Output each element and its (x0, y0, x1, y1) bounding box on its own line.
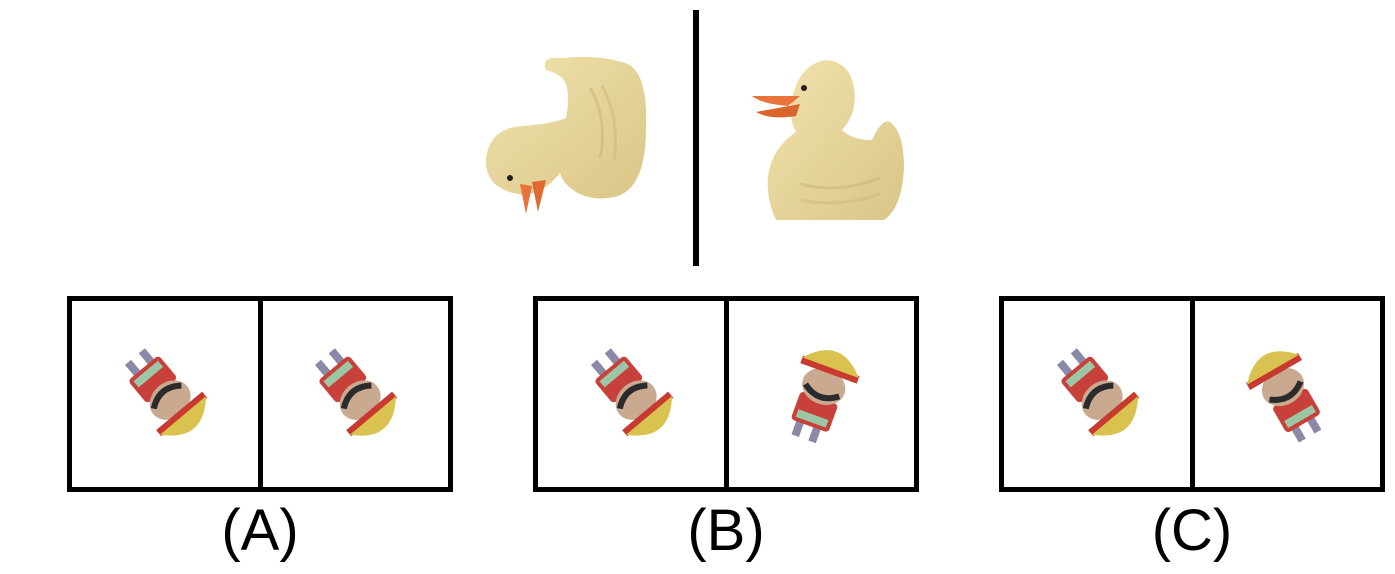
option-a-right-panel (257, 301, 449, 487)
option-b-right-panel (723, 301, 915, 487)
option-b-box[interactable] (533, 296, 919, 492)
option-c-left-panel (1004, 301, 1190, 487)
figure-rotated-icon (590, 348, 674, 437)
reference-divider (693, 10, 699, 266)
reference-pair (470, 8, 930, 270)
option-b-label[interactable]: (B) (687, 498, 765, 563)
option-a-left-panel (72, 301, 258, 487)
option-c-label[interactable]: (C) (1151, 498, 1233, 563)
option-a-label[interactable]: (A) (221, 498, 299, 563)
upright-duck (752, 60, 904, 220)
reference-ducks-illustration (485, 56, 904, 220)
figure-rotated-icon (315, 348, 398, 437)
figure-flipped-alt-icon (1246, 351, 1322, 443)
figure-rotated-icon (124, 348, 208, 437)
figure-rotated-icon (1056, 348, 1140, 437)
option-a-box[interactable] (67, 296, 453, 492)
option-b-left-panel (538, 301, 724, 487)
option-c-box[interactable] (999, 296, 1385, 492)
figure-flipped-icon (791, 350, 860, 444)
option-c-right-panel (1189, 301, 1381, 487)
upside-down-duck (485, 56, 647, 214)
